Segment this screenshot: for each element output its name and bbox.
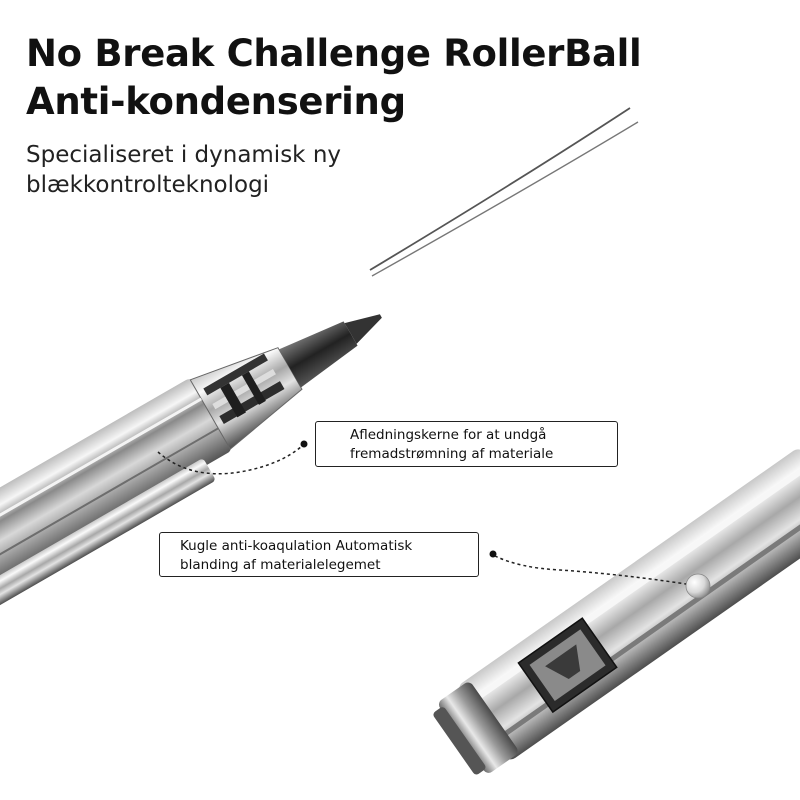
subheadline-line-2: blækkontrolteknologi	[26, 172, 270, 198]
callout-text-line: blanding af materialelegemet	[180, 557, 381, 573]
subheadline-line-1: Specialiseret i dynamisk ny	[26, 142, 342, 168]
subheadline: Specialiseret i dynamisk ny blækkontrolt…	[26, 140, 341, 200]
pen-lower	[433, 449, 800, 775]
callout-ball-anti-coagulation: Kugle anti-koaqulation Automatisk blandi…	[159, 532, 479, 577]
ink-stroke-lines	[369, 107, 639, 277]
leader-line-1	[157, 440, 308, 475]
callout-text-line: Kugle anti-koaqulation Automatisk	[180, 538, 413, 554]
headline-line-2: Anti-kondensering	[26, 80, 406, 123]
leader-line-2	[489, 550, 687, 585]
callout-text-line: Afledningskerne for at undgå	[350, 427, 547, 443]
callout-text-line: fremadstrømning af materiale	[350, 446, 554, 462]
pen-upper	[0, 314, 382, 629]
callout-diversion-core: Afledningskerne for at undgå fremadstrøm…	[315, 421, 618, 467]
steel-ball-icon	[685, 573, 711, 599]
headline-line-1: No Break Challenge RollerBall	[26, 32, 642, 75]
headline: No Break Challenge RollerBall Anti-konde…	[26, 30, 642, 126]
